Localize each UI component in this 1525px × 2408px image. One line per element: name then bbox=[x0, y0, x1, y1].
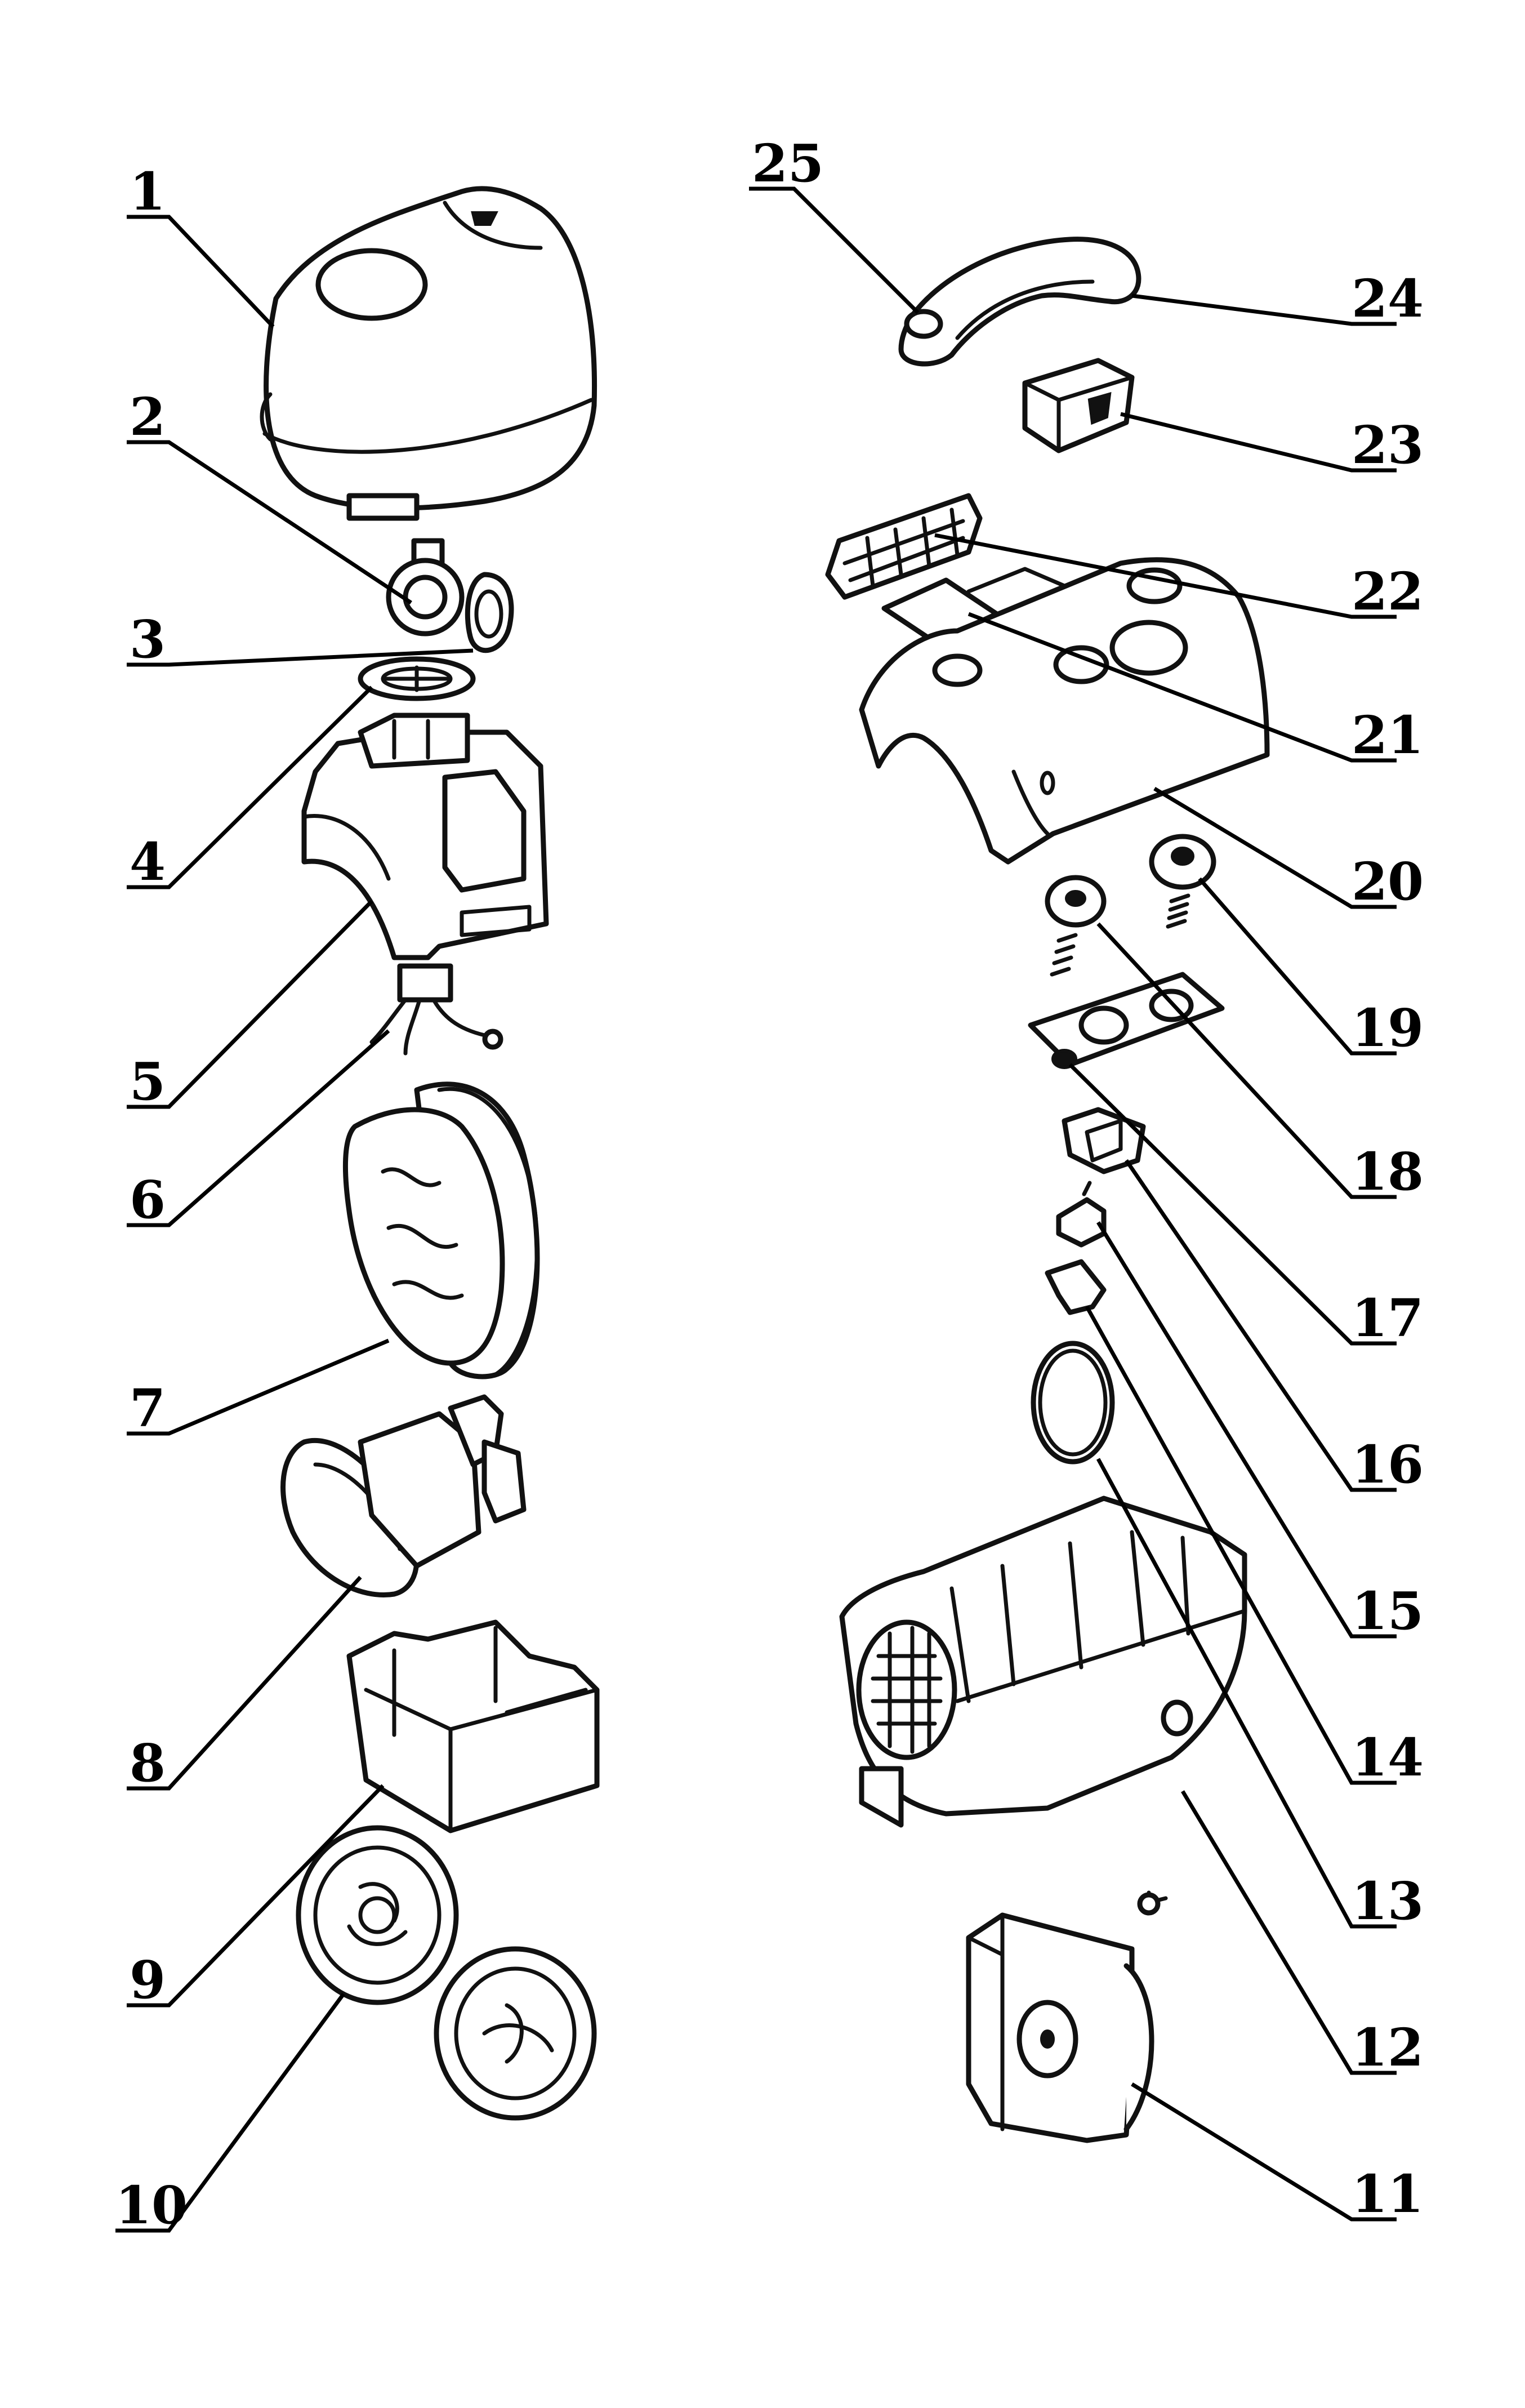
leader-3 bbox=[127, 648, 474, 667]
callout-14: 14 bbox=[1352, 1727, 1424, 1788]
callout-9: 9 bbox=[130, 1949, 166, 2010]
part-19-cap bbox=[1149, 834, 1216, 929]
leader-16 bbox=[1125, 1159, 1397, 1492]
leader-20 bbox=[1153, 786, 1397, 909]
callout-10: 10 bbox=[115, 2175, 188, 2236]
leader-17 bbox=[1068, 1063, 1397, 1346]
leader-22 bbox=[934, 533, 1397, 619]
part-6-switch-wiring bbox=[369, 963, 503, 1056]
part-8-motor bbox=[280, 1394, 527, 1597]
leader-13 bbox=[1096, 1458, 1397, 1929]
callout-19: 19 bbox=[1352, 998, 1424, 1058]
leader-21 bbox=[967, 612, 1397, 763]
leader-10 bbox=[115, 1992, 345, 2233]
callout-4: 4 bbox=[130, 831, 166, 892]
callout-2: 2 bbox=[130, 386, 166, 447]
callout-13: 13 bbox=[1352, 1871, 1424, 1931]
callout-22: 22 bbox=[1352, 561, 1424, 622]
callout-11: 11 bbox=[1352, 2164, 1424, 2224]
leader-5 bbox=[127, 900, 373, 1109]
leader-23 bbox=[1120, 412, 1397, 473]
callout-3: 3 bbox=[130, 609, 166, 670]
part-17-clip bbox=[1062, 1107, 1146, 1174]
part-2-gasket bbox=[386, 538, 514, 653]
part-9-motor-box bbox=[346, 1619, 600, 1833]
callout-5: 5 bbox=[130, 1051, 166, 1112]
leader-6 bbox=[127, 1029, 390, 1227]
leader-18 bbox=[1096, 922, 1397, 1199]
callout-15: 15 bbox=[1352, 1581, 1424, 1641]
leader-2 bbox=[127, 440, 412, 604]
leader-15 bbox=[1096, 1221, 1397, 1639]
part-24-25-handle bbox=[898, 237, 1141, 367]
part-10-filter-wheels bbox=[296, 1825, 597, 2121]
part-16-latch bbox=[1056, 1181, 1107, 1248]
leader-14 bbox=[1085, 1306, 1397, 1785]
part-22-grille bbox=[825, 493, 983, 600]
callout-numbers: 1 2 3 4 5 6 7 8 9 10 25 24 23 22 21 20 1… bbox=[115, 133, 1424, 2236]
leader-9 bbox=[127, 1784, 385, 2008]
callout-21: 21 bbox=[1352, 705, 1424, 765]
callout-25: 25 bbox=[752, 133, 824, 194]
leader-4 bbox=[127, 686, 373, 889]
callout-8: 8 bbox=[130, 1733, 166, 1793]
callout-6: 6 bbox=[130, 1169, 166, 1230]
part-18-bracket bbox=[1028, 875, 1225, 1069]
part-7-dust-bag bbox=[342, 1081, 540, 1379]
part-4-filter-disc bbox=[358, 656, 476, 701]
part-20-body-cover bbox=[859, 557, 1270, 865]
callout-12: 12 bbox=[1352, 2017, 1424, 2078]
part-12-13-body-base bbox=[839, 1495, 1247, 1828]
leader-8 bbox=[127, 1575, 362, 1791]
part-1-top-cover bbox=[260, 186, 597, 521]
leader-11 bbox=[1131, 2082, 1397, 2222]
callout-16: 16 bbox=[1352, 1434, 1424, 1495]
part-15-latch bbox=[1045, 1259, 1107, 1315]
leader-19 bbox=[1198, 877, 1397, 1056]
callout-18: 18 bbox=[1352, 1141, 1424, 1202]
leader-1 bbox=[127, 215, 275, 328]
leader-25 bbox=[749, 186, 920, 314]
leader-lines bbox=[115, 186, 1397, 2233]
leader-12 bbox=[1180, 1790, 1397, 2075]
callout-24: 24 bbox=[1352, 268, 1424, 329]
callout-17: 17 bbox=[1352, 1288, 1424, 1348]
callout-7: 7 bbox=[130, 1378, 166, 1439]
leader-7 bbox=[127, 1338, 390, 1436]
callout-1: 1 bbox=[130, 161, 166, 222]
part-5-motor-housing bbox=[301, 713, 549, 960]
part-14-o-ring bbox=[1031, 1341, 1115, 1465]
callout-20: 20 bbox=[1352, 851, 1424, 912]
part-23-button bbox=[1022, 358, 1135, 453]
part-11-rear-panel bbox=[966, 1890, 1168, 2143]
leader-24 bbox=[1131, 293, 1397, 326]
callout-23: 23 bbox=[1352, 415, 1424, 475]
